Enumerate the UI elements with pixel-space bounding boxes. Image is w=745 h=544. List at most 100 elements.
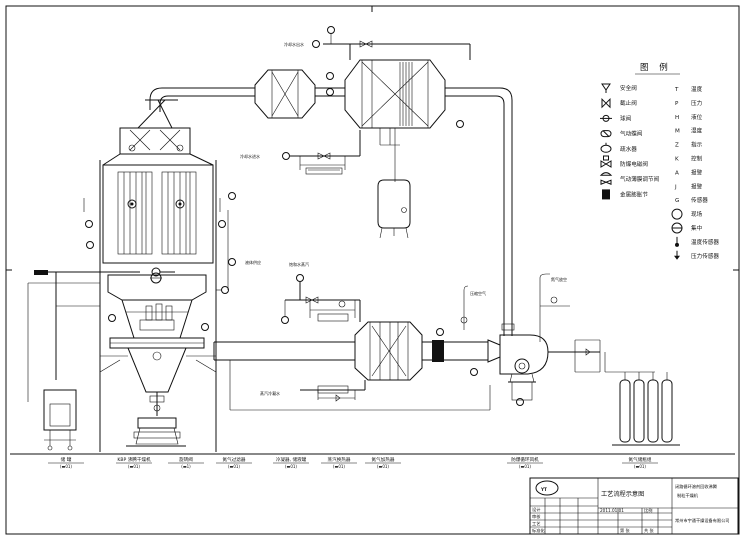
drawing-title: 工艺流程示意图 [601, 490, 644, 498]
ball-valve-icon [600, 114, 612, 122]
project-line-2: 制粒干燥机 [677, 492, 699, 499]
condenser-2 [344, 59, 446, 129]
cooling-water-out-label: 冷却水出水 [284, 41, 304, 47]
legend-symbol-label: 气动薄膜调节阀 [620, 175, 660, 183]
temp-gauge-icon [326, 72, 334, 80]
equipment-tag: (▬01) [60, 464, 72, 469]
logo-text: YT [540, 487, 547, 492]
legend-code: P [675, 101, 679, 107]
product-bowl [121, 299, 193, 339]
n2-vent-label: 氮气放空 [551, 276, 567, 282]
pneumatic-butterfly-valve-icon [600, 130, 612, 138]
legend-symbol-label: 球阀 [620, 114, 632, 122]
legend-code-label: 湿度 [691, 127, 703, 135]
compressed-air-label: 压缩空气 [470, 290, 486, 296]
equipment-name: 防爆循环风机 [511, 456, 539, 463]
field-instrument-icon [671, 208, 683, 220]
legend-symbol-label: 气动蝶阀 [620, 130, 643, 138]
safety-valve-icon [601, 83, 611, 93]
condenser-section: 冷却水出水 冷却水进水 [149, 26, 513, 330]
steam-condensate-label: 蒸汽冷凝水 [260, 390, 280, 396]
legend-code-label: 集中 [691, 224, 703, 232]
equipment-name: 氮气加热器 [372, 456, 395, 463]
legend-code: M [675, 129, 680, 135]
cooling-water-in-label: 冷却水进水 [240, 153, 260, 159]
equipment-tag: (▬01) [228, 464, 240, 469]
nitrogen-bottle [647, 379, 659, 443]
equipment-tag: (▬01) [634, 464, 646, 469]
date-text: 2011.01.01 [600, 508, 624, 513]
steam-heat-exchanger [354, 321, 423, 381]
legend-code: J [674, 184, 677, 190]
metal-bellows-icon [602, 189, 610, 200]
legend-code-label: 指示 [691, 141, 703, 149]
metal-bellows-icon [432, 340, 444, 362]
legend-symbol-label: 安全阀 [620, 84, 637, 92]
equipment-name: 旋转阀 [179, 456, 193, 463]
pneumatic-film-regulating-valve-icon [599, 172, 613, 185]
steam-trap-icon [600, 142, 612, 153]
stop-valve-icon [601, 97, 611, 109]
nitrogen-bottle [633, 379, 645, 443]
legend-symbol-label: 防爆电磁阀 [620, 160, 648, 168]
temperature-sensor-icon [675, 236, 679, 247]
legend-symbol-label: 金属膨胀节 [620, 190, 648, 198]
legend-code-label: 压力 [691, 99, 703, 107]
dryer-filter-chamber [102, 164, 214, 264]
row-label: 标准化 [532, 527, 545, 534]
pressure-sensor-icon [674, 250, 680, 260]
condenser-1 [254, 69, 316, 119]
compressed-air-header [34, 270, 48, 275]
legend-code: T [674, 87, 679, 93]
legend-code: G [675, 198, 679, 204]
legend-title: 图 例 [640, 62, 672, 73]
storage-tank [43, 389, 77, 431]
equipment-name: 氮气储瓶组 [629, 456, 652, 463]
total-label: 共 张 [644, 527, 655, 534]
legend-code-label: 报警 [691, 168, 703, 176]
legend-symbol-label: 截止阀 [620, 99, 637, 107]
legend-code-label: 压力传感器 [691, 252, 719, 260]
equipment-tag: (▬01) [285, 464, 297, 469]
equipment-name: KBP 沸腾干燥机 [117, 456, 151, 463]
equipment-name: 蒸汽换热器 [328, 456, 351, 463]
company-logo [535, 480, 559, 496]
row-label: 工艺 [532, 521, 540, 526]
scale-label: 比例 [644, 507, 652, 514]
row-label: 设计 [532, 506, 540, 513]
legend-code-label: 温度 [691, 85, 703, 93]
legend-code: A [675, 170, 679, 176]
solvent-receiver-tank [377, 179, 411, 229]
equipment-labels: 储 罐(▬01)KBP 沸腾干燥机(▬01)旋转阀(▬1)氮气过滤器(▬01)冷… [48, 456, 658, 469]
legend-code-label: 温度传感器 [691, 238, 719, 246]
equipment-tag: (▬01) [519, 464, 531, 469]
fluid-bed-dryer: 液体供应 [27, 99, 261, 452]
nitrogen-bottle [661, 379, 673, 443]
central-instrument-icon [671, 222, 683, 234]
equipment-tag: (▬01) [333, 464, 345, 469]
equipment-tag: (▬1) [181, 464, 191, 469]
title-block: YT 工艺流程示意图 闭路循环溶剂回收沸腾 制粒干燥机 常州市宇通干燥设备有限公… [529, 477, 739, 535]
legend-code: Z [675, 143, 679, 149]
nitrogen-bottle [619, 379, 631, 443]
legend-code-label: 控制 [691, 155, 703, 163]
legend-code: K [675, 157, 679, 163]
equipment-tag: (▬01) [377, 464, 389, 469]
legend-code: H [675, 115, 679, 121]
instrument-label: 液体供应 [245, 259, 261, 265]
company-name: 常州市宇通干燥设备有限公司 [675, 517, 729, 524]
equipment-name: 储 罐 [61, 456, 72, 463]
equipment-tag: (▬01) [128, 464, 140, 469]
explosion-proof-valve-icon [600, 155, 612, 168]
legend-symbol-label: 疏水器 [620, 145, 637, 153]
project-line-1: 闭路循环溶剂回收沸腾 [675, 483, 718, 490]
equipment-name: 冷凝器, 储液罐 [276, 456, 307, 463]
legend-code-label: 报警 [691, 182, 703, 190]
sheet-label: 第 张 [620, 527, 631, 534]
legend-code-label: 传感器 [691, 196, 708, 204]
legend-code-label: 液位 [691, 113, 703, 121]
steam-inlet-label: 饱和水蒸汽 [289, 261, 309, 267]
